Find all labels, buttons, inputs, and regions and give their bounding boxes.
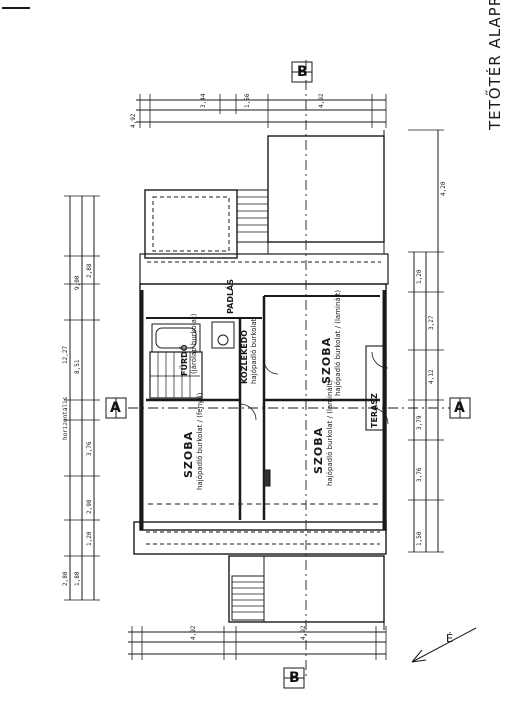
- north-label: É: [446, 632, 453, 645]
- dim-horizontal: 9,00: [74, 275, 81, 290]
- dim-left-b: 1,80: [74, 571, 81, 586]
- dim-left-d: 2,88: [86, 263, 93, 278]
- dim-left-e: 3,76: [86, 441, 93, 456]
- north-arrow: [411, 627, 477, 663]
- dim-horizontal-note: horizontális: [62, 396, 69, 440]
- dim-right-c: 4,12: [428, 369, 435, 384]
- dim-right-a: 1,20: [416, 269, 423, 284]
- dim-top-inner-1: 3,44: [200, 93, 207, 108]
- room-label-szoba-left: SZOBA: [182, 430, 195, 478]
- dim-bottom-outer: 4,92: [190, 625, 197, 640]
- dim-top-inner-2: 1,56: [244, 93, 251, 108]
- room-label-padlas: PADLÁS: [226, 278, 235, 314]
- room-sub-szoba-mid: hajópadló burkolat / (laminált): [326, 379, 334, 486]
- room-sub-szoba-left: hajópadló burkolat / (fenyő): [196, 392, 204, 490]
- room-label-kozlekedo: KÖZLEKEDŐ: [240, 329, 249, 384]
- dim-right-top: 4,20: [440, 181, 447, 196]
- dim-top-outer: 4,92: [130, 113, 137, 128]
- dim-right-b: 3,27: [428, 315, 435, 330]
- section-marker-a-right: A: [454, 400, 465, 416]
- section-marker-b-bottom: B: [289, 670, 300, 686]
- room-label-terasz: TERASZ: [370, 393, 379, 428]
- room-sub-szoba-right: hajópadló burkolat / (laminált): [334, 289, 342, 396]
- dim-left-c: 1,20: [86, 531, 93, 546]
- room-label-szoba-right: SZOBA: [320, 336, 333, 384]
- dim-left-a: 2,80: [62, 571, 69, 586]
- dim-right-e: 3,76: [416, 467, 423, 482]
- section-marker-b-top: B: [297, 64, 308, 80]
- dim-bottom-inner-1: 4,92: [300, 625, 307, 640]
- room-sub-kozlekedo: hajópadló burkolat: [250, 318, 258, 384]
- room-label-furdo: FÜRDŐ: [180, 344, 189, 376]
- room-label-szoba-mid: SZOBA: [312, 426, 325, 474]
- dim-total-height: 12,27: [62, 345, 69, 364]
- dim-right-d: 3,79: [416, 415, 423, 430]
- dim-top-inner-3: 4,92: [318, 93, 325, 108]
- section-marker-a-left: A: [110, 400, 121, 416]
- room-sub-furdo: (járólap burkolat): [190, 313, 198, 374]
- dim-right-f: 1,50: [416, 531, 423, 546]
- dim-total-left: 8,51: [74, 359, 81, 374]
- drawing-title: TETŐTÉR ALAPRAJZ 1:100: [486, 0, 504, 130]
- dim-left-f: 2,98: [86, 499, 93, 514]
